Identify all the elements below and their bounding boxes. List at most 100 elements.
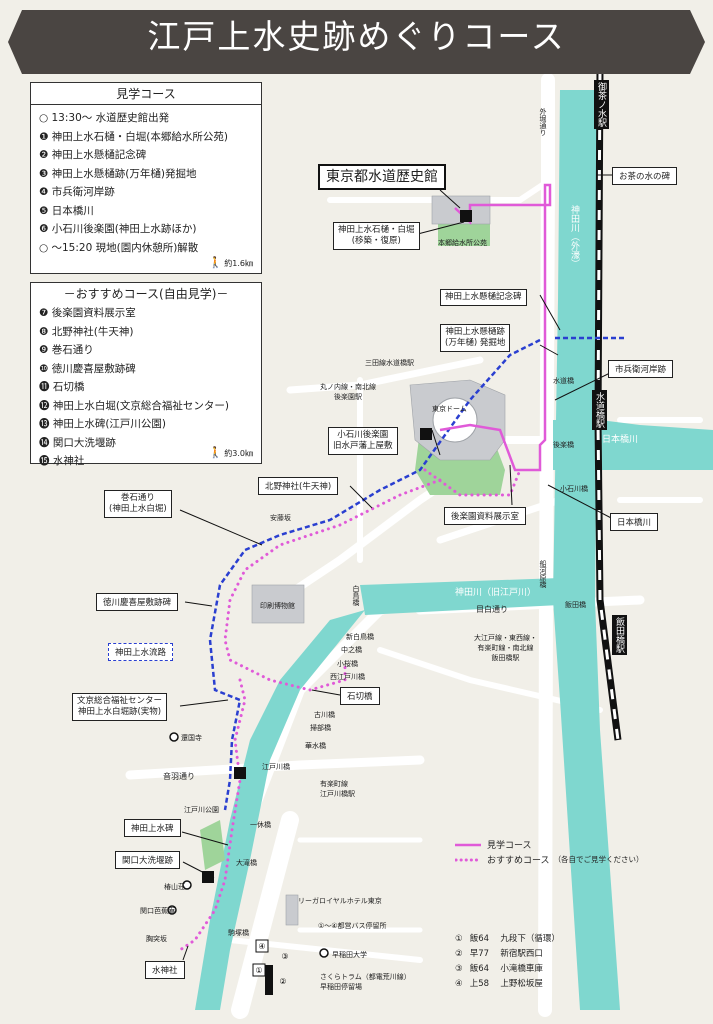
legend-recommended-row: おすすめコース （各自でご見学ください） bbox=[455, 852, 644, 867]
course-item: ❺ 日本橋川 bbox=[39, 204, 94, 217]
leader-lines bbox=[179, 174, 616, 961]
recommended-item: ⓯ 水神社 bbox=[39, 455, 85, 467]
tokyo-dome-label: 東京ドーム bbox=[432, 405, 467, 413]
course-item: ❹ 市兵衛河岸跡 bbox=[39, 186, 115, 198]
iidabashi-bridge-label: 飯田橋 bbox=[565, 601, 586, 609]
koishikawabashi-label: 小石川橋 bbox=[560, 485, 588, 493]
toilet-markers bbox=[202, 428, 432, 883]
svg-text:②: ② bbox=[279, 977, 286, 986]
chinzanso-label: 椿山荘 bbox=[164, 883, 185, 891]
munetsuki-label: 胸突坂 bbox=[146, 935, 167, 943]
recommended-list: ❼ 後楽園資料展示室 ❽ 北野神社(牛天神) ❾ 巻石通り ❿ 徳川慶喜屋敷跡碑… bbox=[31, 304, 261, 471]
rihga-label: リーガロイヤルホテル東京 bbox=[298, 897, 382, 905]
legend-main-label: 見学コース bbox=[487, 841, 532, 851]
walker-icon: 🚶 bbox=[208, 256, 223, 269]
shinshiratori-label: 新白鳥橋 bbox=[346, 633, 374, 641]
page-title: 江戸上水史跡めぐりコース bbox=[147, 17, 566, 56]
sekihi-label: 神田上水石樋・白堀 (移築・復原) bbox=[333, 222, 420, 250]
railways bbox=[594, 69, 622, 741]
koishikawa-label: 小石川後楽園 旧水戸藩上屋敷 bbox=[328, 427, 398, 455]
kakehi-monument-label: 神田上水懸樋記念碑 bbox=[440, 289, 527, 306]
legend-main-row: 見学コース bbox=[455, 837, 644, 852]
insatsu-label: 印刷博物館 bbox=[260, 602, 295, 610]
course-item: ❸ 神田上水懸樋跡(万年樋)発掘地 bbox=[39, 167, 197, 180]
poi-markers bbox=[167, 210, 472, 958]
legend-recommended-note: （各自でご見学ください） bbox=[553, 855, 644, 864]
ichibee-label: 市兵衛河岸跡 bbox=[608, 360, 674, 378]
hongo-park-label: 本郷給水所公苑 bbox=[438, 239, 487, 247]
kandagawa-outer-moat bbox=[553, 90, 620, 1010]
edogawabashi-bridge-label: 江戸川橋 bbox=[262, 763, 290, 771]
ochanomizu-monument-label: お茶の水の碑 bbox=[612, 167, 678, 185]
kandagawa-label: 神田川（外濠） bbox=[569, 205, 579, 268]
rivers bbox=[195, 90, 713, 1010]
suidobashi-station-label: 水道橋駅 bbox=[592, 390, 607, 430]
course-panel-heading: 見学コース bbox=[31, 83, 261, 105]
shinnohashi-label: 掃部橋 bbox=[310, 724, 331, 732]
tokyo-dome bbox=[432, 397, 478, 443]
museum-label: 東京都水道歴史館 bbox=[318, 164, 446, 190]
otowa-label: 音羽通り bbox=[163, 772, 195, 781]
ohashi-label: 大滝橋 bbox=[236, 859, 257, 867]
ochanomizu-station-label: 御茶ノ水駅 bbox=[594, 80, 609, 129]
ishikiri-label: 石切橋 bbox=[340, 687, 380, 705]
recommended-panel: －おすすめコース(自由見学)－ ❼ 後楽園資料展示室 ❽ 北野神社(牛天神) ❾… bbox=[30, 282, 262, 467]
legend-recommended-swatch bbox=[455, 858, 481, 861]
ando-label: 安藤坂 bbox=[270, 514, 291, 522]
course-item: ❻ 小石川後楽園(神田上水跡ほか) bbox=[39, 223, 197, 235]
bus-stop-label: ①～④都営バス停留所 bbox=[318, 922, 387, 930]
basho-label: 関口芭蕉庵 bbox=[140, 907, 175, 915]
shiratori-label: 白鳥橋 bbox=[352, 585, 360, 606]
kakehi-site-label: 神田上水懸樋跡 (万年樋) 発掘地 bbox=[440, 324, 511, 352]
iidabashi-station-label: 飯田橋駅 bbox=[612, 615, 627, 655]
course-distance: 🚶約1.6㎞ bbox=[208, 256, 253, 269]
main-route bbox=[439, 183, 552, 472]
kosakura-label: 小桜橋 bbox=[337, 660, 358, 668]
ekoji-label: 還国寺 bbox=[181, 734, 202, 742]
marunouchi-label: 丸ノ内線・南北線 後楽園駅 bbox=[320, 383, 376, 401]
nakanohashi-label: 中之橋 bbox=[341, 646, 362, 654]
chinzanso-marker bbox=[182, 880, 192, 890]
bus-route-row: ② 早77 新宿駅西口 bbox=[455, 949, 543, 959]
ekoji-marker bbox=[169, 732, 179, 742]
recommended-item: ❿ 徳川慶喜屋敷跡碑 bbox=[39, 362, 136, 375]
kandagawa-old-edo bbox=[360, 578, 560, 615]
recommended-item: ❾ 巻石通り bbox=[39, 344, 94, 356]
legend: 見学コース おすすめコース （各自でご見学ください） bbox=[455, 837, 644, 867]
nihonbashi-river-label: 日本橋川 bbox=[610, 513, 659, 531]
hanamizu-label: 華水橋 bbox=[305, 742, 326, 750]
josuiro-label: 神田上水流路 bbox=[108, 643, 174, 661]
nihonbashi-gawa-label: 日本橋川 bbox=[602, 435, 639, 445]
funagawara-label: 船河原橋 bbox=[539, 560, 547, 588]
recommended-item: ⓭ 神田上水碑(江戸川公園) bbox=[39, 418, 167, 430]
mejiro-dori-label: 目白通り bbox=[476, 605, 508, 614]
recommended-panel-heading: －おすすめコース(自由見学)－ bbox=[31, 283, 261, 304]
recommended-item: ❼ 後楽園資料展示室 bbox=[39, 307, 136, 319]
recommended-route bbox=[178, 468, 522, 952]
yurakucho-label: 有楽町線 江戸川橋駅 bbox=[320, 780, 355, 798]
bus-route-row: ① 飯64 九段下（循環） bbox=[455, 934, 560, 944]
bus-route-list: ① 飯64 九段下（循環） ② 早77 新宿駅西口 ③ 飯64 小滝橋車庫 ④ … bbox=[455, 932, 560, 992]
bus-stop-markers: ④ ① ③ ② bbox=[252, 939, 289, 995]
course-item: ○ 13:30～ 水道歴史館出発 bbox=[39, 112, 170, 124]
edogawa-park-label: 江戸川公園 bbox=[184, 806, 219, 814]
waseda-univ-label: 早稲田大学 bbox=[332, 951, 367, 959]
title-banner bbox=[8, 10, 705, 74]
waseda-marker bbox=[319, 948, 329, 958]
recommended-item: ⓬ 神田上水白堀(文京総合福祉センター) bbox=[39, 399, 230, 412]
legend-recommended-label: おすすめコース bbox=[487, 856, 550, 866]
korakubashi-label: 後楽橋 bbox=[553, 441, 574, 449]
yoshinobu-label: 徳川慶喜屋敷跡碑 bbox=[96, 593, 179, 611]
korakuen-room-label: 後楽園資料展示室 bbox=[444, 507, 527, 525]
basho-marker bbox=[167, 905, 177, 915]
mita-station-label: 三田線水道橋駅 bbox=[365, 359, 414, 367]
water-pipe-route bbox=[208, 336, 625, 811]
course-panel: 見学コース ○ 13:30～ 水道歴史館出発 ❶ 神田上水石樋・白堀(本郷給水所… bbox=[30, 82, 262, 274]
bus-route-row: ③ 飯64 小滝橋車庫 bbox=[455, 964, 543, 974]
josui-hi-label: 神田上水碑 bbox=[124, 819, 181, 837]
course-item: ○ ～15:20 現地(園内休憩所)解散 bbox=[39, 241, 199, 254]
course-item: ❶ 神田上水石樋・白堀(本郷給水所公苑) bbox=[39, 130, 228, 143]
recommended-item: ⓫ 石切橋 bbox=[39, 381, 85, 393]
museum-marker bbox=[460, 210, 472, 222]
bunkyo-label: 文京総合福祉センター 神田上水白堀跡(実物) bbox=[72, 693, 168, 721]
